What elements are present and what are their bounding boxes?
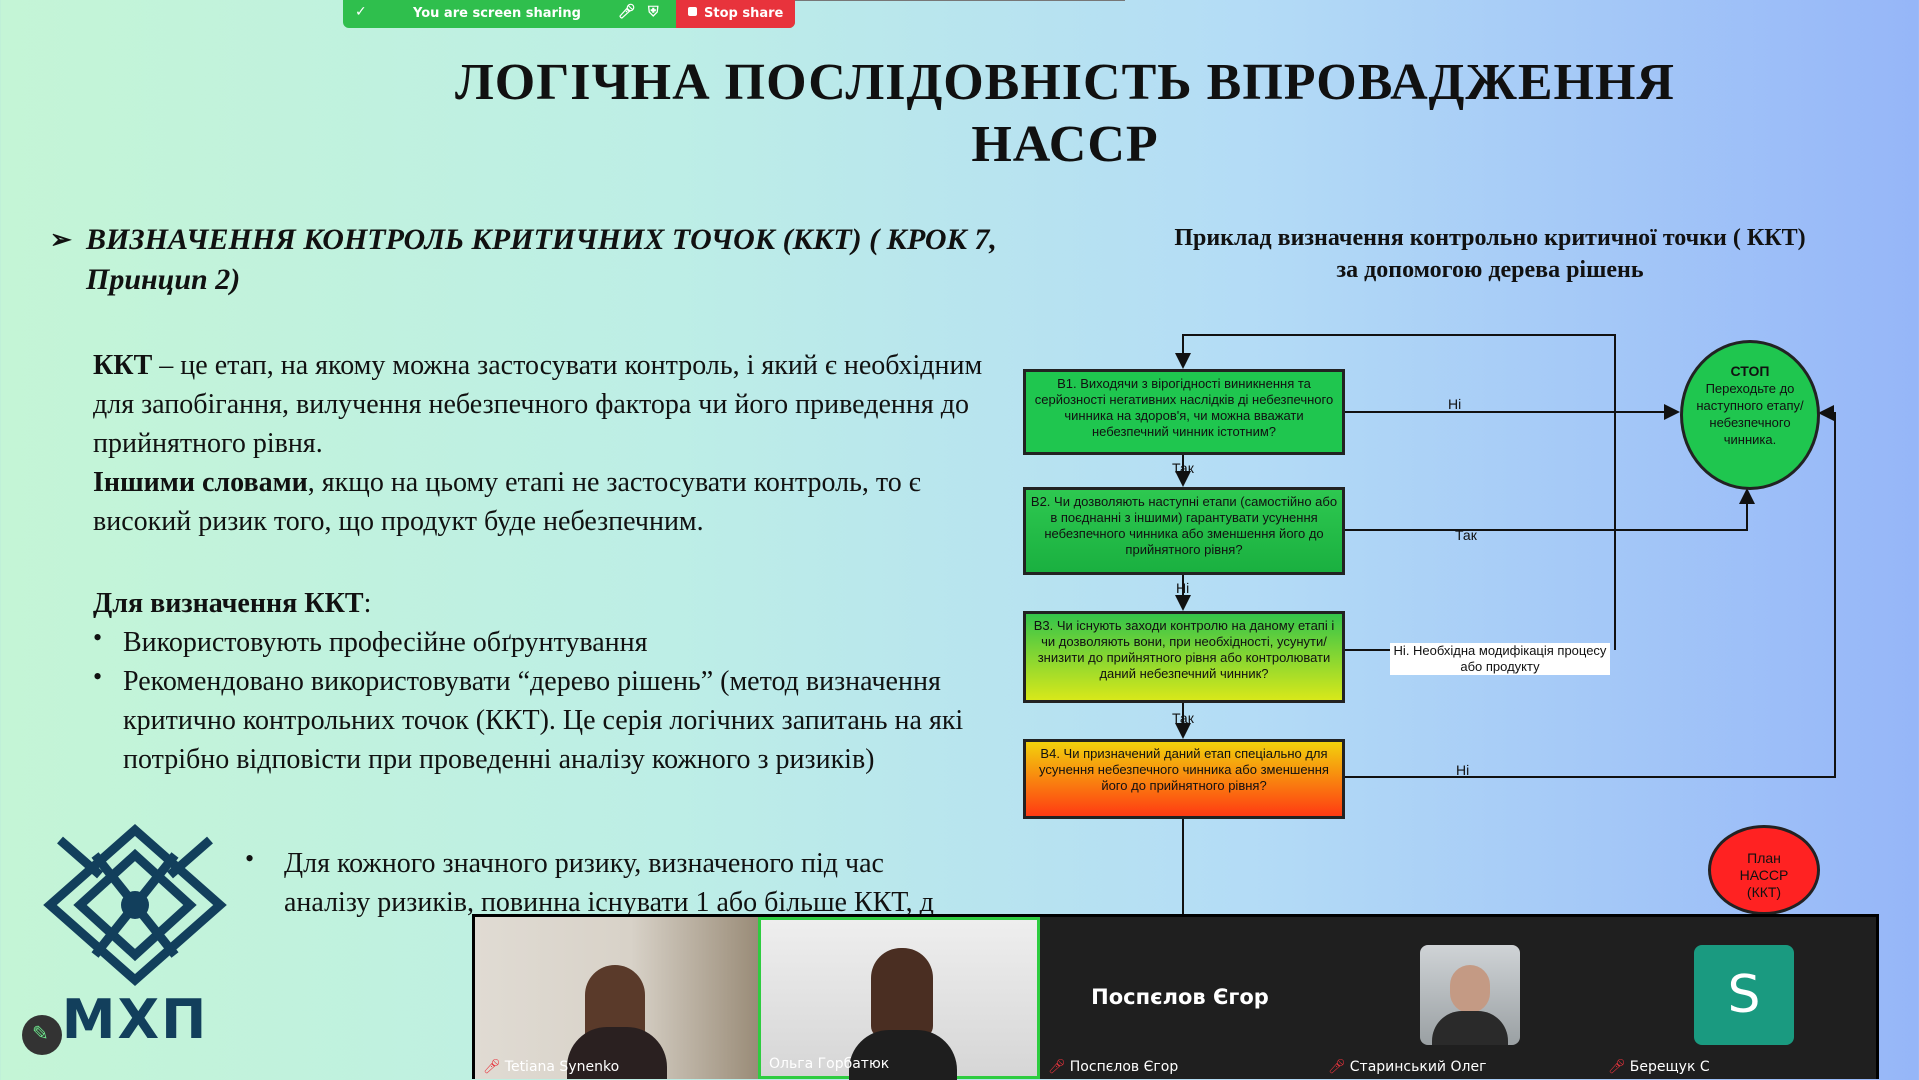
no-label: Ні [1456,762,1470,778]
avatar: S [1694,945,1794,1045]
no-label: Ні [1176,580,1190,596]
mic-muted-icon: 🎤︎ [483,1059,501,1075]
participant-tile-active[interactable]: Ольга Горбатюк [758,917,1040,1080]
yes-label: Так [1172,710,1194,726]
question-box-b3: В3. Чи існують заходи контролю на даному… [1023,611,1345,703]
bullet-dot: • [245,844,255,873]
no-label: Ні [1448,396,1462,412]
avatar [1420,945,1520,1045]
mic-muted-icon: 🎤︎ [1328,1059,1346,1075]
question-box-b2: В2. Чи дозволяють наступні етапи (самост… [1023,487,1345,575]
person-body [849,1030,957,1080]
company-logo: МХП [40,820,230,1060]
yes-label: Так [1172,460,1194,476]
bullet-item: Рекомендовано використовувати “дерево рі… [123,666,964,775]
definition-text: ККТ – це етап, на якому можна застосуват… [93,350,983,537]
annotate-button[interactable]: ✎ [22,1015,62,1055]
question-box-b4: В4. Чи призначений даний етап спеціально… [1023,739,1345,819]
pencil-icon: ✎ [32,1023,49,1045]
person-silhouette [871,948,933,1038]
example-title: Приклад визначення контрольно критичної … [1174,225,1806,283]
bullet-dot: • [93,662,103,691]
screen-share-bar: ✓ You are screen sharing 🎤︎ ⛨ Stop share [343,0,795,28]
plan-circle: План НАССР (ККТ) [1708,825,1820,915]
decision-tree: В1. Виходячи з вірогідності виникнення т… [1010,325,1850,915]
mic-muted-icon: 🎤︎ [1608,1059,1626,1075]
mic-off-icon[interactable]: 🎤︎ [618,4,636,20]
participant-tile[interactable]: Поспєлов Єгор 🎤︎Поспєлов Єгор [1040,917,1320,1079]
stop-circle: СТОП Переходьте до наступного етапу/ неб… [1680,340,1820,490]
share-icon: ✓ [355,4,367,20]
stop-share-button[interactable]: Stop share [676,0,795,28]
participant-strip: 🎤︎Tetiana Synenko Ольга Горбатюк Поспєло… [472,914,1879,1080]
modification-label: Ні. Необхідна модифікація процесу або пр… [1390,643,1610,675]
shield-icon[interactable]: ⛨ [648,4,659,20]
person-body [567,1027,667,1079]
sharing-label: You are screen sharing [413,6,581,21]
divider [795,0,1125,1]
slide-title: ЛОГІЧНА ПОСЛІДОВНІСТЬ ВПРОВАДЖЕННЯ НАССР [455,54,1675,173]
mic-muted-icon: 🎤︎ [1048,1059,1066,1075]
yes-label: Так [1455,527,1477,543]
determination-heading: Для визначення ККТ: [93,588,372,619]
participant-tile[interactable]: 🎤︎Tetiana Synenko [475,917,758,1079]
bullet-item: Використовують професійне обґрунтування [123,627,648,658]
arrow-bullet-icon: ➢ [50,225,72,254]
bullet-dot: • [93,623,103,652]
sub-bullet: Для кожного значного ризику, визначеного… [284,848,934,918]
step-heading: ➢ ВИЗНАЧЕННЯ КОНТРОЛЬ КРИТИЧНИХ ТОЧОК (К… [50,220,1060,300]
participant-tile[interactable]: S 🎤︎Берещук С [1600,917,1876,1079]
participant-tile[interactable]: 🎤︎Старинський Олег [1320,917,1600,1079]
question-box-b1: В1. Виходячи з вірогідності виникнення т… [1023,369,1345,455]
stop-icon [688,7,697,16]
